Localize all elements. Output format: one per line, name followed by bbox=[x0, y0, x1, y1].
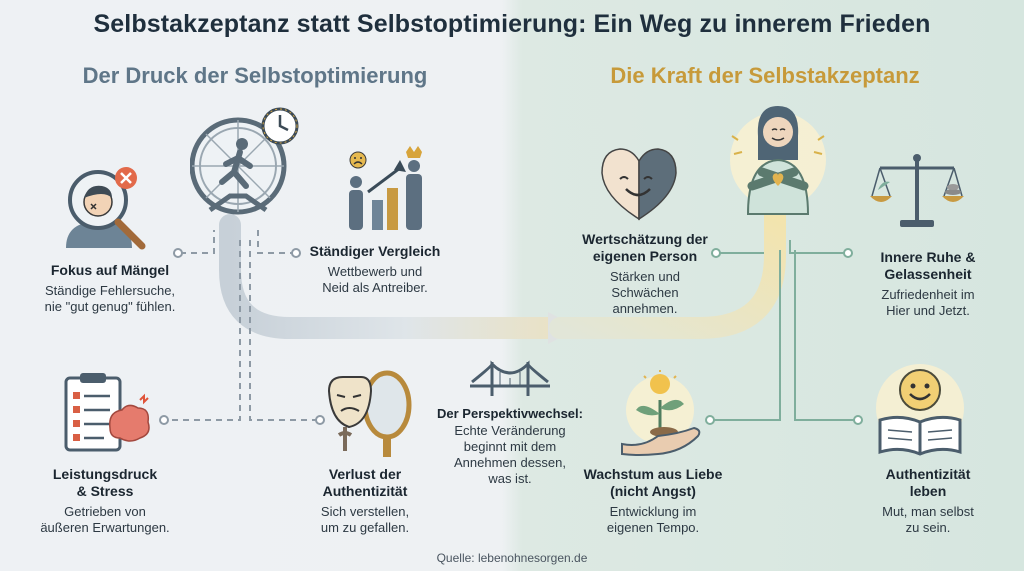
clock-icon bbox=[261, 107, 299, 145]
node-title: Der Perspektivwechsel: bbox=[437, 406, 583, 421]
node-title: Ständiger Vergleich bbox=[309, 243, 441, 259]
node-desc: Sich verstellen, um zu gefallen. bbox=[320, 504, 410, 535]
node-authentizitaet-leben: Authentizität leben Mut, man selbst zu s… bbox=[858, 466, 998, 536]
node-desc: Stärken und Schwächen annehmen. bbox=[609, 269, 681, 316]
node-staendiger-vergleich: Ständiger Vergleich Wettbewerb und Neid … bbox=[295, 243, 455, 296]
node-innere-ruhe: Innere Ruhe & Gelassenheit Zufriedenheit… bbox=[853, 249, 1003, 319]
node-title: Leistungsdruck & Stress bbox=[52, 466, 158, 499]
node-title: Innere Ruhe & Gelassenheit bbox=[880, 249, 976, 282]
node-title: Wertschätzung der eigenen Person bbox=[582, 231, 708, 264]
node-fokus-auf-maengel: Fokus auf Mängel Ständige Fehlersuche, n… bbox=[15, 262, 205, 315]
node-desc: Echte Veränderung beginnt mit dem Annehm… bbox=[453, 423, 567, 486]
clipboard-brain-icon bbox=[64, 373, 150, 452]
hugging-person-icon bbox=[730, 106, 826, 215]
node-desc: Entwicklung im eigenen Tempo. bbox=[606, 504, 700, 535]
node-leistungsdruck: Leistungsdruck & Stress Getrieben von äu… bbox=[25, 466, 185, 536]
node-desc: Mut, man selbst zu sein. bbox=[882, 504, 974, 535]
bridge-icon bbox=[470, 360, 550, 396]
mask-mirror-icon bbox=[327, 370, 412, 457]
node-desc: Ständige Fehlersuche, nie "gut genug" fü… bbox=[44, 283, 176, 314]
node-perspektivwechsel: Der Perspektivwechsel: Echte Veränderung… bbox=[425, 405, 595, 487]
node-desc: Getrieben von äußeren Erwartungen. bbox=[40, 504, 170, 535]
heart-icon bbox=[601, 148, 677, 221]
node-wertschaetzung: Wertschätzung der eigenen Person Stärken… bbox=[570, 231, 720, 317]
smiley-book-icon bbox=[876, 364, 964, 456]
transition-arrow-right bbox=[549, 204, 786, 339]
transition-arrow-left bbox=[219, 214, 561, 339]
node-verlust-authentizitaet: Verlust der Authentizität Sich verstelle… bbox=[295, 466, 435, 536]
scale-icon bbox=[870, 154, 964, 227]
node-title: Authentizität leben bbox=[885, 466, 971, 499]
page-title: Selbstakzeptanz statt Selbstoptimierung:… bbox=[93, 10, 931, 38]
left-heading: Der Druck der Selbstoptimierung bbox=[82, 63, 428, 88]
source-caption: Quelle: lebenohnesorgen.de bbox=[436, 551, 588, 565]
magnifier-face-icon bbox=[66, 167, 146, 250]
node-wachstum: Wachstum aus Liebe (nicht Angst) Entwick… bbox=[578, 466, 728, 536]
hamster-wheel-icon bbox=[190, 117, 287, 215]
comparison-bars-icon bbox=[349, 146, 422, 230]
right-heading: Die Kraft der Selbstakzeptanz bbox=[610, 63, 920, 88]
node-desc: Zufriedenheit im Hier und Jetzt. bbox=[881, 287, 975, 318]
node-title: Fokus auf Mängel bbox=[50, 262, 170, 278]
node-desc: Wettbewerb und Neid als Antreiber. bbox=[322, 264, 428, 295]
node-title: Wachstum aus Liebe (nicht Angst) bbox=[583, 466, 723, 499]
node-title: Verlust der Authentizität bbox=[322, 466, 408, 499]
seedling-hand-icon bbox=[621, 370, 701, 456]
